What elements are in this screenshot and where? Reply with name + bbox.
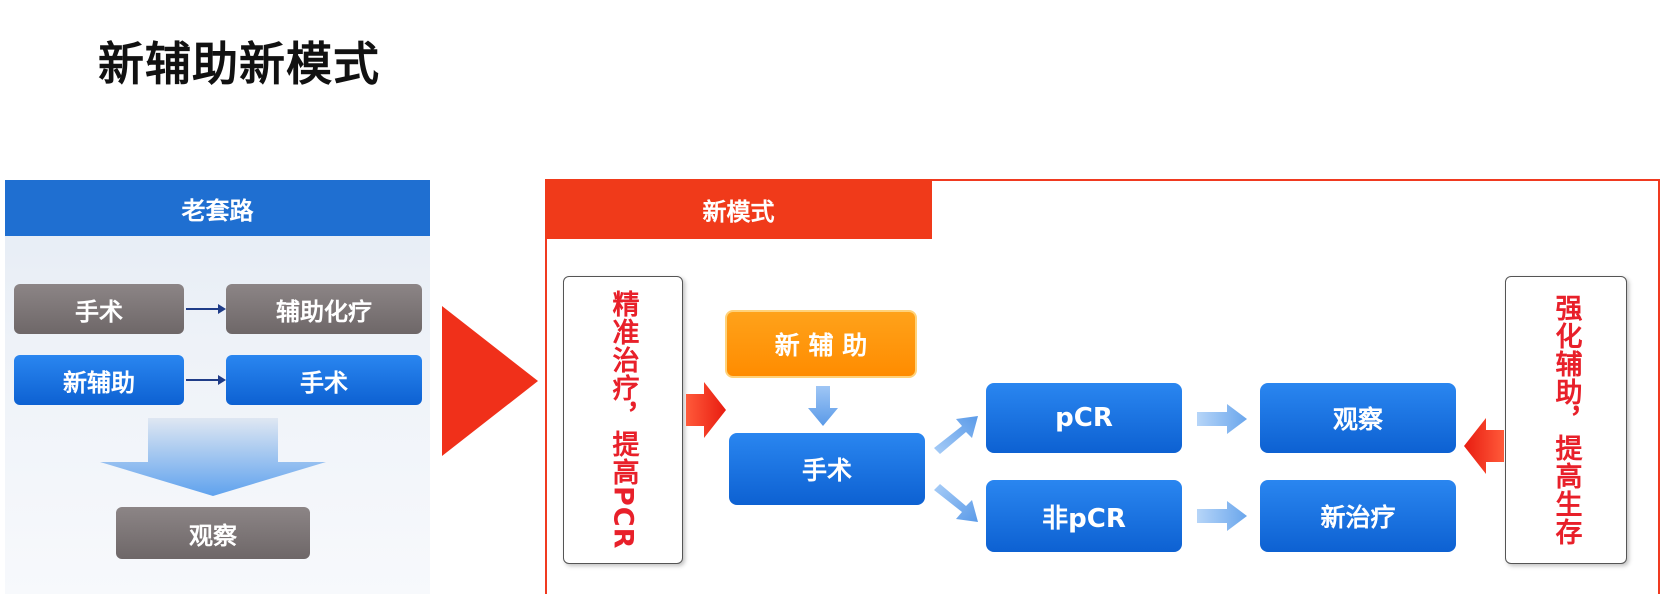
neoadjuvant-to-surgery-arrow: [808, 386, 838, 426]
precision-note-card: 精准治疗，提高PCR: [563, 276, 683, 564]
new-surgery-box: 手术: [729, 433, 925, 505]
old-surgery-box-2: 手术: [226, 355, 422, 405]
right-note-arrow: [1464, 418, 1504, 474]
page-title: 新辅助新模式: [98, 37, 380, 91]
surgery-to-pcr-arrow: [934, 416, 978, 454]
old-neoadjuvant-box: 新辅助: [14, 355, 184, 405]
new-observe-box: 观察: [1260, 383, 1456, 453]
survival-note-card: 强化辅助，提高生存: [1505, 276, 1627, 564]
non-pcr-box: 非pCR: [986, 480, 1182, 552]
pcr-to-observe-arrow: [1197, 404, 1247, 434]
surgery-to-non-pcr-arrow: [934, 484, 978, 522]
old-mode-header: 老套路: [5, 180, 430, 236]
pcr-box: pCR: [986, 383, 1182, 453]
transition-arrow: [442, 306, 538, 456]
precision-note-text: 精准治疗，提高PCR: [607, 290, 639, 550]
old-down-arrow: [100, 418, 326, 496]
non-pcr-to-new-treatment-arrow: [1197, 501, 1247, 531]
new-treatment-box: 新治疗: [1260, 480, 1456, 552]
old-observe-box: 观察: [116, 507, 310, 559]
old-adjuvant-chemo-box: 辅助化疗: [226, 284, 422, 334]
left-note-arrow: [686, 382, 726, 438]
new-neoadjuvant-box: 新 辅 助: [725, 310, 917, 378]
new-mode-header: 新模式: [545, 179, 932, 239]
old-arrow-2: [186, 375, 226, 385]
old-surgery-box: 手术: [14, 284, 184, 334]
survival-note-text: 强化辅助，提高生存: [1550, 294, 1582, 546]
old-arrow-1: [186, 304, 226, 314]
